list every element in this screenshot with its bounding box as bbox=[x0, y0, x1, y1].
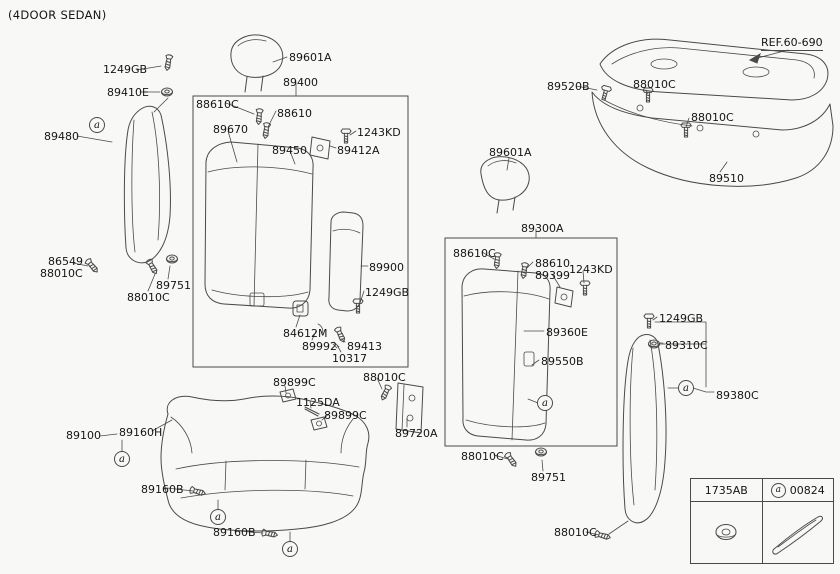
screw-icon bbox=[162, 53, 174, 72]
bolt-icon bbox=[598, 84, 613, 102]
seatback-right-drawing bbox=[461, 268, 551, 441]
screw-icon bbox=[593, 529, 612, 542]
legend-part-right: a 00824 bbox=[761, 479, 834, 501]
fastener-icons-layer bbox=[83, 53, 692, 542]
legend-grommet-cell bbox=[691, 502, 762, 563]
clip-icon bbox=[166, 254, 178, 264]
bracket-89899C-1-drawing bbox=[279, 388, 297, 403]
seatback-assembly-box bbox=[192, 95, 409, 368]
legend-body-row bbox=[691, 502, 833, 563]
screw-icon bbox=[333, 325, 348, 344]
strap-89992-drawing bbox=[317, 323, 324, 335]
legend-trim-strip-cell bbox=[761, 502, 834, 563]
left-bolster-drawing bbox=[123, 105, 171, 264]
bracket-89412A-drawing bbox=[309, 136, 331, 160]
bolt-icon bbox=[352, 298, 364, 314]
headrest-right-drawing bbox=[480, 156, 530, 214]
right-bolster-drawing bbox=[622, 334, 667, 524]
rod-1125DA-drawing bbox=[304, 406, 320, 417]
parcel-shelf-drawing bbox=[591, 38, 834, 187]
bolt-icon bbox=[340, 128, 352, 144]
screw-icon bbox=[503, 450, 520, 469]
seatback-right-box bbox=[444, 237, 618, 447]
seatback-main-drawing bbox=[204, 141, 314, 309]
circle-a-icon: a bbox=[770, 482, 786, 498]
legend-part-right-label: 00824 bbox=[789, 483, 825, 497]
ref-arrowhead bbox=[748, 52, 761, 64]
legend-part-left: 1735AB bbox=[691, 479, 762, 501]
grommet-icon bbox=[715, 523, 737, 540]
bracket-89720A-drawing bbox=[395, 382, 424, 434]
screw-icon bbox=[254, 107, 264, 126]
seat-cushion-drawing bbox=[160, 395, 370, 532]
screw-10317-drawing bbox=[332, 341, 340, 349]
clip-icon bbox=[535, 447, 547, 457]
trim-strip-icon bbox=[772, 515, 823, 555]
screw-icon bbox=[519, 261, 530, 280]
legend-part-left-label: 1735AB bbox=[704, 483, 748, 497]
bolt-icon bbox=[643, 313, 655, 329]
bracket-89899C-2-drawing bbox=[310, 416, 328, 431]
armrest-drawing bbox=[328, 211, 364, 312]
legend-header-row: 1735AB a 00824 bbox=[691, 479, 833, 502]
headrest-left-drawing bbox=[230, 34, 284, 93]
screw-icon bbox=[492, 251, 502, 270]
latch-84612M-drawing bbox=[292, 300, 309, 317]
legend-box: 1735AB a 00824 bbox=[690, 478, 834, 564]
bolt-icon bbox=[579, 280, 591, 296]
leader-lines bbox=[72, 49, 789, 543]
screw-icon bbox=[144, 257, 160, 276]
bracket-89399-drawing bbox=[554, 286, 574, 308]
clip-icon bbox=[161, 87, 173, 97]
